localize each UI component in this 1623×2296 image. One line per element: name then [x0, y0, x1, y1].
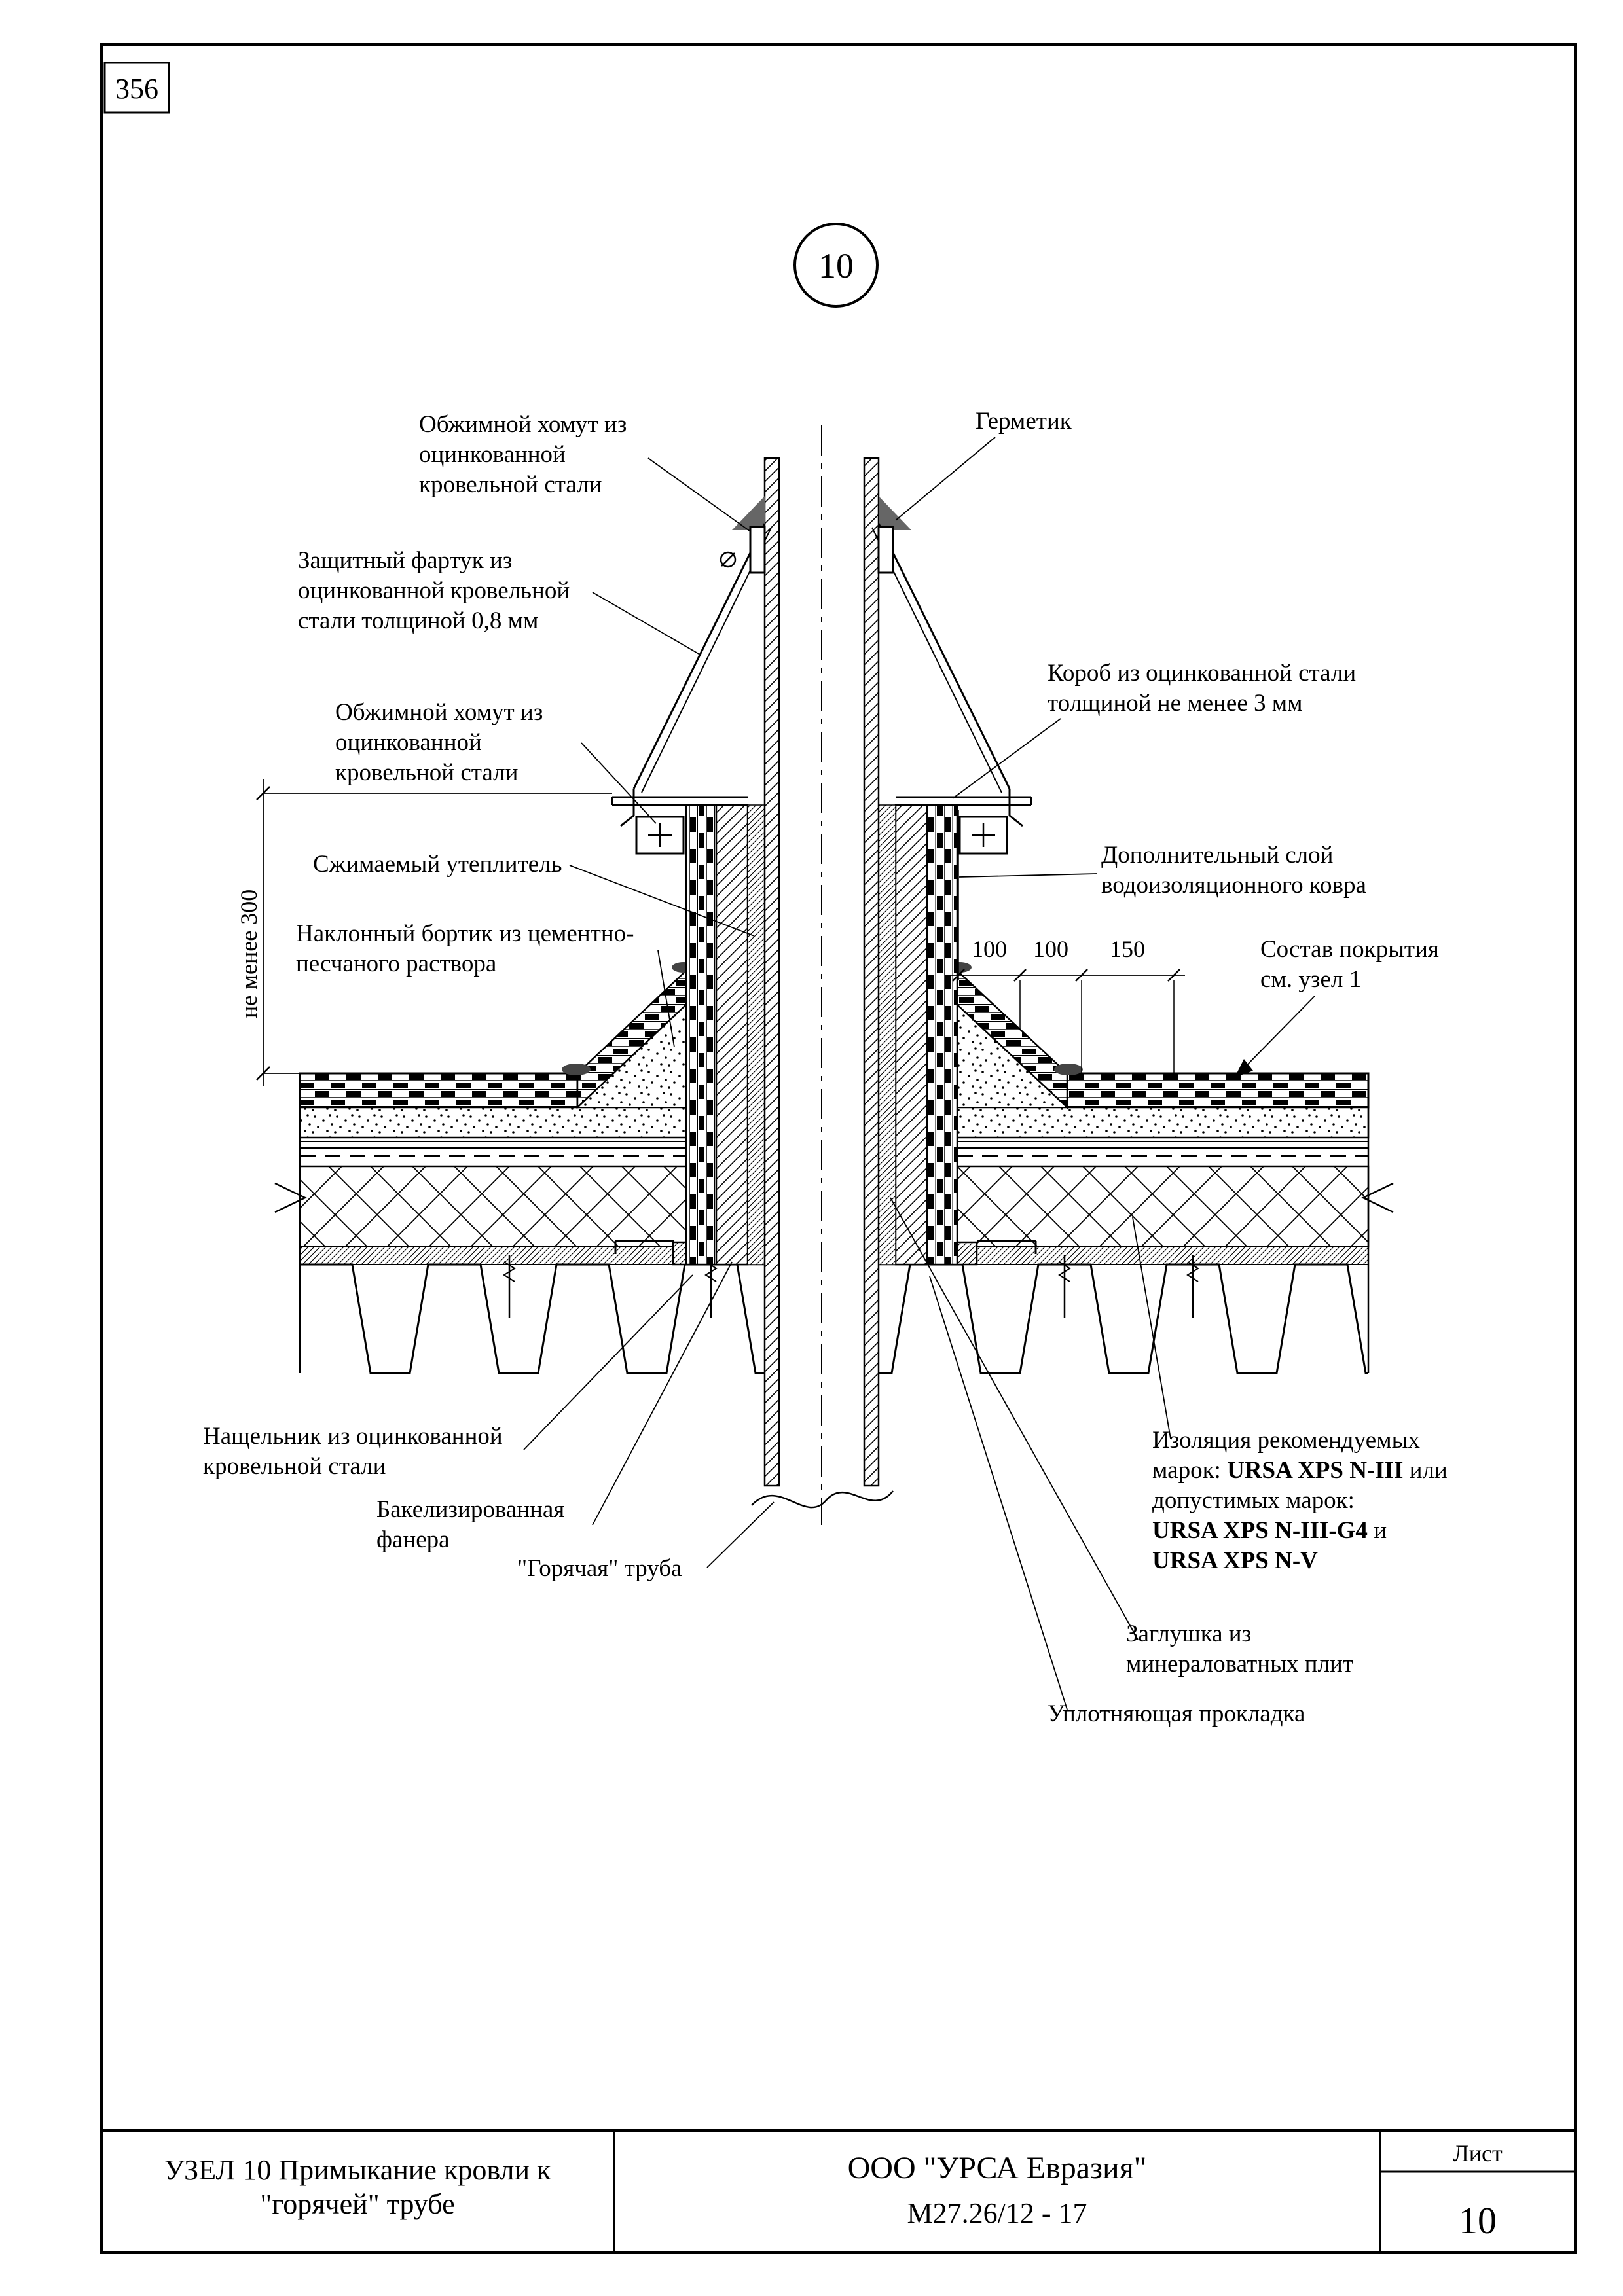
slope-bortik-left [562, 962, 695, 1109]
flashing-angle-right [977, 1240, 1037, 1254]
hot-pipe [751, 457, 894, 1509]
leader-compressible [569, 865, 755, 937]
sheet-frame [100, 43, 1577, 2254]
page-number: 356 [115, 73, 158, 105]
box-wall-right [894, 804, 958, 1266]
callout-coating-l1: Состав покрытия [1260, 936, 1439, 963]
detail-bubble: 10 [793, 223, 879, 308]
callout-insulation-l3: допустимых марок: [1152, 1487, 1355, 1514]
box-wall-left [685, 804, 749, 1266]
title-block: УЗЕЛ 10 Примыкание кровли к "горячей" тр… [101, 2129, 1575, 2253]
leader-apron [592, 592, 701, 655]
callout-extra-layer-l1: Дополнительный слой [1101, 842, 1333, 869]
leader-slope [657, 950, 675, 1048]
section-arrow-left [274, 1182, 307, 1213]
leader-plywood [592, 1261, 733, 1526]
callout-clamp-lower-l1: Обжимной хомут из [335, 699, 543, 726]
leader-clamp-top [647, 457, 751, 532]
leader-coating [1243, 996, 1315, 1069]
dim-vertical-text: не менее 300 [236, 889, 262, 1018]
callout-slope-l1: Наклонный бортик из цементно- [296, 920, 634, 947]
leader-box [952, 718, 1061, 799]
callout-clamp-lower-l3: кровельной стали [335, 759, 518, 786]
callout-clamp-top-l3: кровельной стали [419, 471, 602, 498]
callout-coating-l2: см. узел 1 [1260, 966, 1361, 993]
callout-gasket: Уплотняющая прокладка [1048, 1700, 1305, 1727]
leader-insulation [1132, 1217, 1171, 1439]
callout-hot-pipe: "Горячая" труба [517, 1555, 682, 1582]
leader-sealant [895, 437, 996, 521]
callout-texts: Обжимной хомут из оцинкованной кровельно… [203, 408, 1448, 1727]
callout-box-l2: толщиной не менее 3 мм [1048, 690, 1303, 717]
titleblock-sheet-number: 10 [1459, 2199, 1497, 2242]
dim-150: 150 [1110, 936, 1145, 962]
box-top-flange-right [896, 796, 1032, 806]
dimension-horizontal: 100 100 150 [948, 810, 1185, 1073]
titleblock-sheet-label: Лист [1453, 2140, 1503, 2166]
callout-apron-l2: оцинкованной кровельной [298, 577, 570, 604]
callout-insulation-l2: марок: URSA XPS N-III или [1152, 1457, 1448, 1484]
callout-compressible: Сжимаемый утеплитель [313, 851, 562, 878]
slope-bortik-right [948, 962, 1083, 1109]
callout-flashing-l2: кровельной стали [203, 1453, 386, 1480]
callout-apron-l1: Защитный фартук из [298, 547, 512, 574]
leader-gasket [929, 1276, 1068, 1710]
callout-clamp-lower-l2: оцинкованной [335, 729, 482, 756]
section-arrow-right [1361, 1182, 1394, 1213]
leader-flashing [523, 1274, 693, 1450]
dim-100-a: 100 [972, 936, 1007, 962]
callout-box-l1: Короб из оцинкованной стали [1048, 660, 1356, 687]
clamp-top [720, 526, 894, 574]
callout-insulation-l4: URSA XPS N-III-G4 и [1152, 1517, 1387, 1544]
callout-clamp-top-l1: Обжимной хомут из [419, 411, 627, 438]
pipe-break-symbol [751, 1490, 894, 1509]
callout-plug-l1: Заглушка из [1126, 1621, 1251, 1647]
callout-apron-l3: стали толщиной 0,8 мм [298, 607, 538, 634]
clamp-lower-left [635, 816, 685, 855]
titleblock-doc-number: М27.26/12 - 17 [907, 2197, 1087, 2229]
detail-bubble-number: 10 [818, 246, 854, 285]
flashing-angle-left [614, 1240, 674, 1254]
page-number-box: 356 [103, 62, 170, 114]
clamp-lower-right [958, 816, 1008, 855]
sealant [732, 496, 911, 530]
callout-clamp-top-l2: оцинкованной [419, 441, 566, 468]
callout-plywood-l2: фанера [376, 1526, 450, 1553]
roof-layers-left [299, 1072, 687, 1373]
titleblock-title-l1: УЗЕЛ 10 Примыкание кровли к [164, 2154, 551, 2186]
callout-flashing-l1: Нащельник из оцинкованной [203, 1423, 503, 1450]
callout-insulation-l1: Изоляция рекомендуемых [1152, 1427, 1420, 1454]
leader-lines [523, 437, 1315, 1710]
dimension-vertical: не менее 300 [236, 779, 612, 1086]
leader-clamp-lower [581, 742, 657, 824]
callout-sealant: Герметик [976, 408, 1072, 435]
titleblock-title-l2: "горячей" трубе [260, 2188, 454, 2220]
leader-coating-arrowhead [1235, 1059, 1253, 1077]
leader-hot-pipe [706, 1501, 775, 1568]
leader-extra-layer [958, 873, 1097, 878]
titleblock-company: ООО "УРСА Евразия" [848, 2151, 1147, 2185]
steel-deck [300, 1254, 1368, 1374]
mineral-wool-plug-left [747, 804, 765, 1265]
callout-insulation-l5: URSA XPS N-V [1152, 1547, 1318, 1574]
dim-100-b: 100 [1033, 936, 1068, 962]
mineral-wool-plug-right [878, 804, 896, 1265]
callout-plug-l2: минераловатных плит [1126, 1651, 1353, 1677]
callout-extra-layer-l2: водоизоляционного ковра [1101, 872, 1366, 899]
leader-plug [890, 1197, 1139, 1640]
callout-slope-l2: песчаного раствора [296, 950, 496, 977]
callout-plywood-l1: Бакелизированная [376, 1496, 564, 1523]
roof-layers-right [956, 1072, 1370, 1373]
